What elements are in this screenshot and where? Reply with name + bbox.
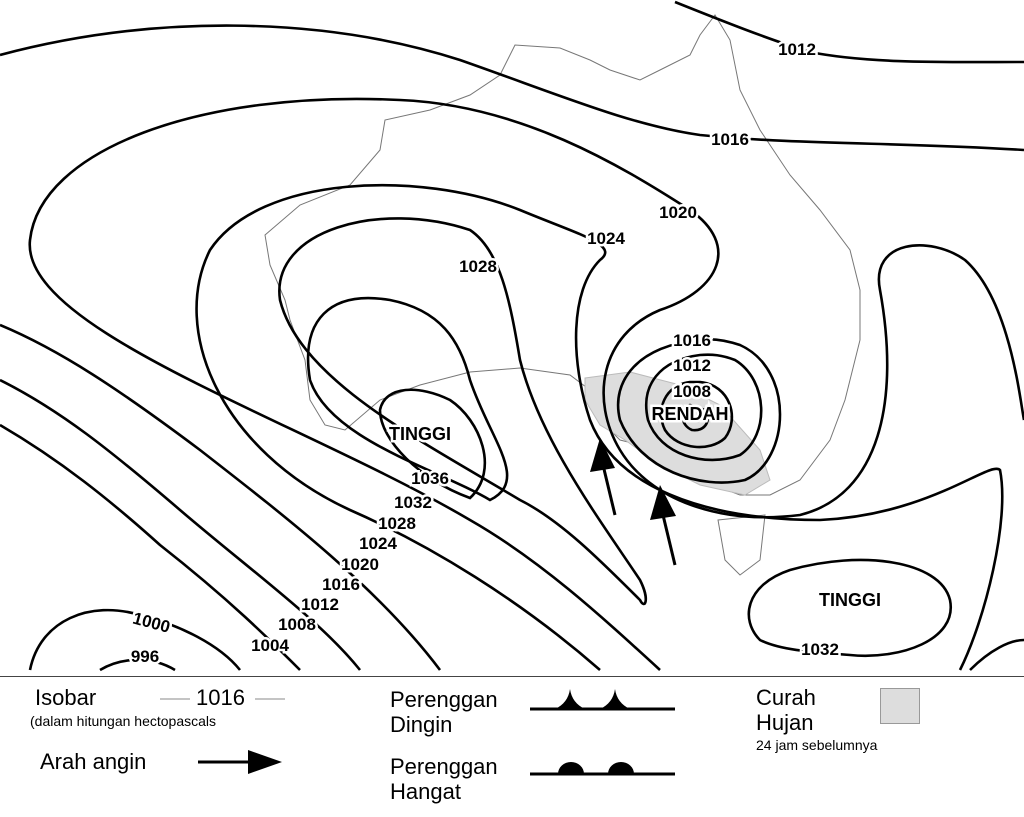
isobar-label: 1008 [673, 382, 711, 401]
isobar-label: 996 [131, 647, 159, 666]
isobar-label: 1020 [341, 555, 379, 574]
wind-arrow [590, 438, 617, 516]
weather-map: 1012 1016 1020 1024 1028 1016 1012 1008 … [0, 0, 1024, 672]
isobar-label: 1016 [673, 331, 711, 350]
isobar-legend-title: Isobar [35, 685, 97, 710]
high-pressure-label: TINGGI [819, 590, 881, 610]
isobar-note: (dalam hitungan hectopascals [30, 713, 217, 729]
isobars [0, 0, 1024, 672]
isobar-sample-value: 1016 [196, 685, 245, 710]
wind-legend-label: Arah angin [40, 749, 147, 774]
isobar-label: 1016 [711, 130, 749, 149]
warm-front-symbol [530, 762, 675, 776]
isobar-label: 1028 [459, 257, 497, 276]
high-pressure-label: TINGGI [389, 424, 451, 444]
isobar-label: 1036 [411, 469, 449, 488]
isobar-label: 1032 [801, 640, 839, 659]
rain-legend-swatch [880, 688, 920, 724]
isobar-label: 1008 [278, 615, 316, 634]
tasmania-coastline [717, 514, 766, 576]
isobar-label: 1020 [659, 203, 697, 222]
low-pressure-label: RENDAH [651, 404, 728, 424]
isobar-label: 1016 [322, 575, 360, 594]
isobar-label: 1032 [394, 493, 432, 512]
isobar-label: 1028 [378, 514, 416, 533]
rain-note: 24 jam sebelumnya [756, 737, 878, 753]
isobar-label: 1012 [301, 595, 339, 614]
isobar-label: 1012 [673, 356, 711, 375]
isobar-label: 1024 [587, 229, 625, 248]
isobar-sample-line [160, 698, 285, 700]
wind-arrow [650, 485, 677, 566]
cold-front-symbol [530, 689, 675, 711]
australia-coastline [264, 14, 861, 496]
isobar-label: 1012 [778, 40, 816, 59]
legend: Isobar 1016 (dalam hitungan hectopascals… [0, 676, 1024, 817]
isobar-label: 1004 [251, 636, 289, 655]
isobar-label: 1024 [359, 534, 397, 553]
wind-arrow-icon [198, 750, 282, 774]
isobar-label: 1000 [131, 609, 172, 637]
